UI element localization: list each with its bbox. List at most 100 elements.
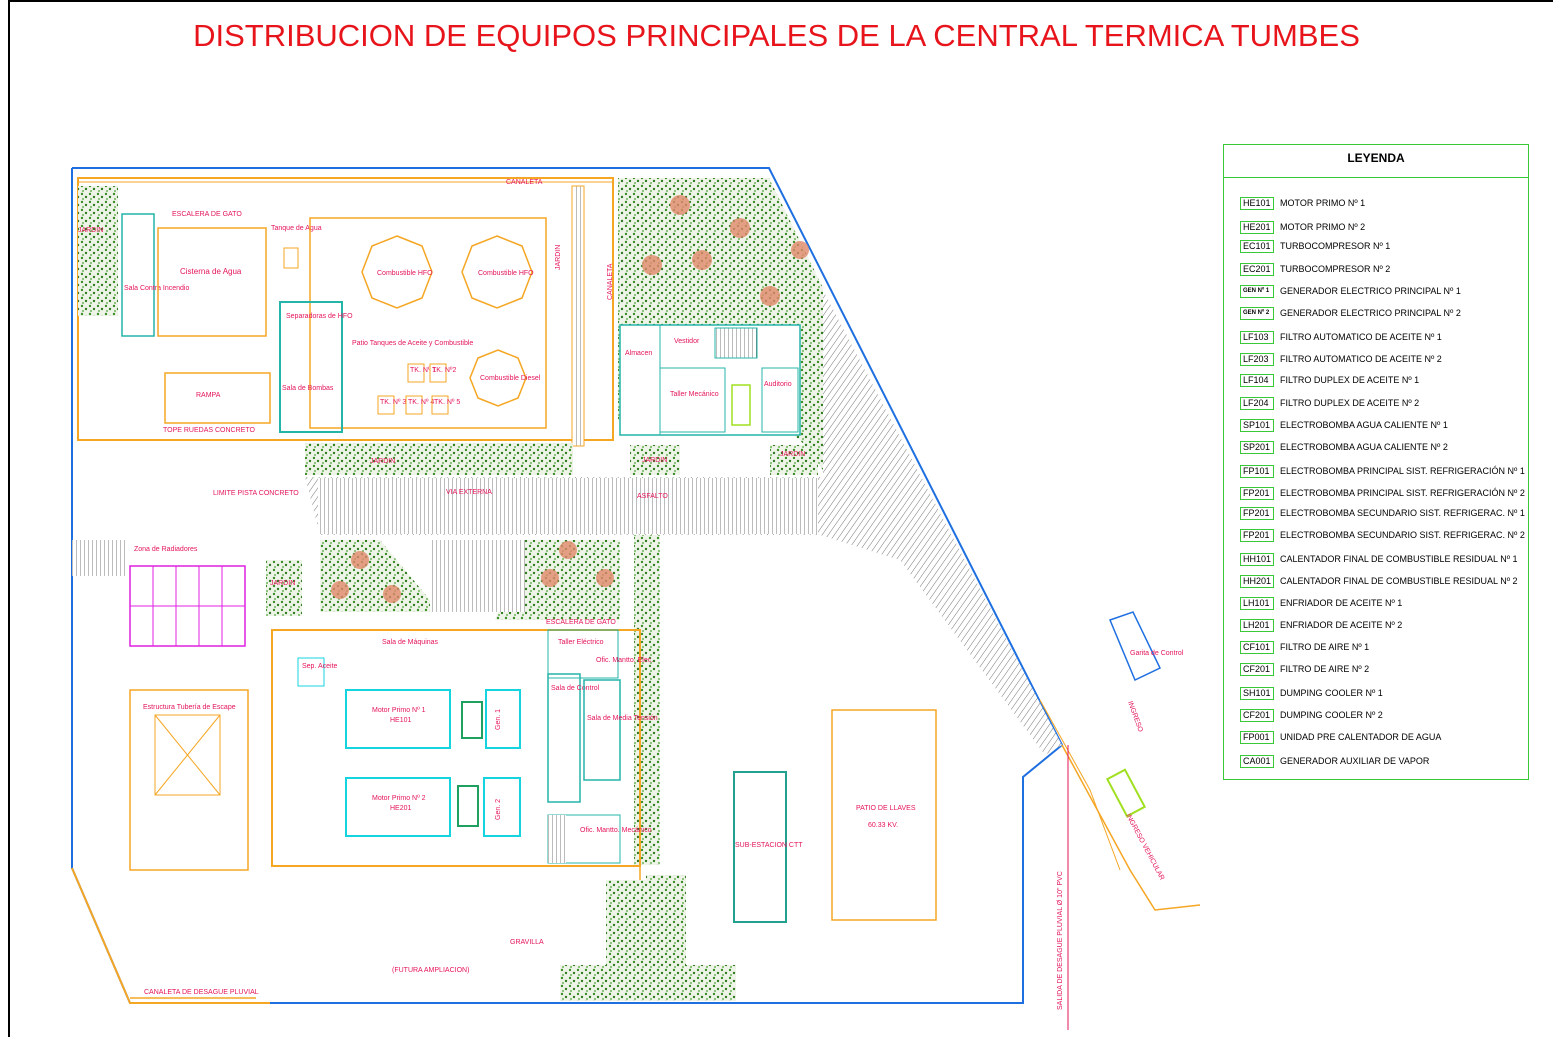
legend-item: FP001 UNIDAD PRE CALENTADOR DE AGUA	[1224, 731, 1530, 747]
legend-item-code: FP201	[1240, 507, 1274, 520]
svg-text:CANALETA: CANALETA	[506, 179, 543, 186]
sala-control	[547, 673, 581, 803]
legend-item-description: TURBOCOMPRESOR Nº 1	[1280, 241, 1391, 251]
legend-item-description: ENFRIADOR DE ACEITE Nº 1	[1280, 598, 1403, 608]
legend-item-code: FP001	[1240, 731, 1274, 744]
svg-text:JARDIN: JARDIN	[78, 227, 103, 234]
legend-item-code: CA001	[1240, 755, 1274, 768]
svg-text:60.33 KV.: 60.33 KV.	[868, 822, 898, 829]
svg-text:SUB-ESTACION CTT: SUB-ESTACION CTT	[735, 842, 803, 849]
legend-item-description: ELECTROBOMBA SECUNDARIO SIST. REFRIGERAC…	[1280, 508, 1525, 518]
svg-text:Sep. Aceite: Sep. Aceite	[302, 663, 338, 670]
legend-item-description: FILTRO DUPLEX DE ACEITE Nº 1	[1280, 375, 1420, 385]
svg-text:Sala de Media Tensión: Sala de Media Tensión	[587, 715, 658, 722]
sala-bombas	[279, 301, 343, 433]
legend-item-description: FILTRO DE AIRE Nº 1	[1280, 642, 1370, 652]
svg-text:Sala Contra Incendio: Sala Contra Incendio	[124, 285, 189, 292]
svg-text:Taller Mecánico: Taller Mecánico	[670, 391, 719, 398]
sala-contra-incendio	[121, 213, 155, 337]
sala-media-tension	[583, 679, 621, 781]
gen-1	[485, 689, 521, 749]
cisterna-agua	[157, 227, 267, 337]
legend-item-code: FP101	[1240, 465, 1274, 478]
svg-text:JARDIN: JARDIN	[555, 245, 562, 270]
legend-item-code: HH201	[1240, 575, 1275, 588]
svg-text:CANALETA: CANALETA	[607, 263, 614, 300]
svg-text:Motor Primo Nº 1: Motor Primo Nº 1	[372, 707, 426, 714]
legend-item-description: FILTRO AUTOMATICO DE ACEITE Nº 2	[1280, 354, 1442, 364]
legend-item-description: CALENTADOR FINAL DE COMBUSTIBLE RESIDUAL…	[1280, 554, 1518, 564]
legend-item-code: CF101	[1240, 641, 1274, 654]
svg-text:Taller Eléctrico: Taller Eléctrico	[558, 639, 604, 646]
svg-text:Sala de Control: Sala de Control	[551, 685, 600, 692]
svg-text:Estructura Tubería de Escape: Estructura Tubería de Escape	[143, 704, 236, 711]
svg-text:Zona de Radiadores: Zona de Radiadores	[134, 546, 198, 553]
svg-text:TK. Nº 5: TK. Nº 5	[434, 399, 460, 406]
svg-text:CANALETA DE DESAGUE PLUVIAL: CANALETA DE DESAGUE PLUVIAL	[144, 989, 259, 996]
svg-text:Gen. 1: Gen. 1	[495, 709, 502, 730]
legend-item-description: FILTRO DE AIRE Nº 2	[1280, 664, 1370, 674]
svg-text:TK. Nº2: TK. Nº2	[432, 367, 456, 374]
svg-text:Ofic. Mantto. Mecánico: Ofic. Mantto. Mecánico	[580, 827, 652, 834]
svg-text:Sala de Máquinas: Sala de Máquinas	[382, 639, 439, 646]
legend-item: LF103 FILTRO AUTOMATICO DE ACEITE Nº 1	[1224, 331, 1530, 347]
svg-text:Combustible HFO: Combustible HFO	[377, 270, 433, 277]
tank-diesel	[469, 349, 527, 407]
svg-text:TK. Nº 4: TK. Nº 4	[408, 399, 434, 406]
legend-item-description: DUMPING COOLER Nº 2	[1280, 710, 1383, 720]
legend-item-code: GEN Nº 1	[1240, 285, 1274, 298]
svg-text:RAMPA: RAMPA	[196, 392, 221, 399]
legend-item: FP101 ELECTROBOMBA PRINCIPAL SIST. REFRIG…	[1224, 465, 1530, 481]
svg-text:Almacen: Almacen	[625, 350, 652, 357]
legend-item-code: LF103	[1240, 331, 1274, 344]
legend-item-code: EC201	[1240, 263, 1274, 276]
svg-text:TK. Nº 3: TK. Nº 3	[380, 399, 406, 406]
legend-item-description: FILTRO AUTOMATICO DE ACEITE Nº 1	[1280, 332, 1442, 342]
sala-maquinas	[271, 629, 641, 867]
svg-text:Vestidor: Vestidor	[674, 338, 700, 345]
svg-text:JARDIN: JARDIN	[370, 458, 395, 465]
svg-text:JARDIN: JARDIN	[270, 580, 295, 587]
legend-item-code: LF203	[1240, 353, 1274, 366]
legend-item-code: LH101	[1240, 597, 1274, 610]
motor-primo-2	[345, 777, 451, 837]
svg-text:Patio Tanques de Aceite y Comb: Patio Tanques de Aceite y Combustible	[352, 340, 473, 347]
legend-item-description: ELECTROBOMBA PRINCIPAL SIST. REFRIGERACI…	[1280, 488, 1525, 498]
gen-2	[483, 777, 521, 837]
legend-item-description: UNIDAD PRE CALENTADOR DE AGUA	[1280, 732, 1442, 742]
svg-text:ESCALERA DE GATO: ESCALERA DE GATO	[546, 619, 616, 626]
patio-llaves	[831, 709, 937, 921]
svg-text:Gen. 2: Gen. 2	[495, 799, 502, 820]
svg-text:SALIDA DE DESAGUE PLUVIAL Ø 1: SALIDA DE DESAGUE PLUVIAL Ø 10" PVC	[1057, 871, 1064, 1010]
legend-item-description: ELECTROBOMBA PRINCIPAL SIST. REFRIGERACI…	[1280, 466, 1525, 476]
legend-item-description: GENERADOR ELECTRICO PRINCIPAL Nº 2	[1280, 308, 1461, 318]
legend-item-code: CF201	[1240, 709, 1274, 722]
legend-item-code: GEN Nº 2	[1240, 307, 1274, 320]
svg-text:Garita de Control: Garita de Control	[1130, 650, 1184, 657]
legend-item: CF101 FILTRO DE AIRE Nº 1	[1224, 641, 1530, 657]
rampa	[164, 372, 271, 424]
legend-item: CF201 DUMPING COOLER Nº 2	[1224, 709, 1530, 725]
svg-text:Ofic. Mantto. Elec.: Ofic. Mantto. Elec.	[596, 657, 653, 664]
legend-item-code: LF104	[1240, 374, 1274, 387]
jardin-topleft	[78, 186, 118, 316]
svg-text:Motor Primo Nº 2: Motor Primo Nº 2	[372, 795, 426, 802]
svg-text:Combustible HFO: Combustible HFO	[478, 270, 534, 277]
svg-text:TOPE RUEDAS CONCRETO: TOPE RUEDAS CONCRETO	[163, 427, 255, 434]
legend-item-code: FP201	[1240, 529, 1274, 542]
svg-text:Separadoras de HFO: Separadoras de HFO	[286, 313, 353, 320]
sub-estacion	[733, 771, 787, 923]
svg-text:JARDIN: JARDIN	[642, 457, 667, 464]
legend-item-description: GENERADOR ELECTRICO PRINCIPAL Nº 1	[1280, 286, 1461, 296]
